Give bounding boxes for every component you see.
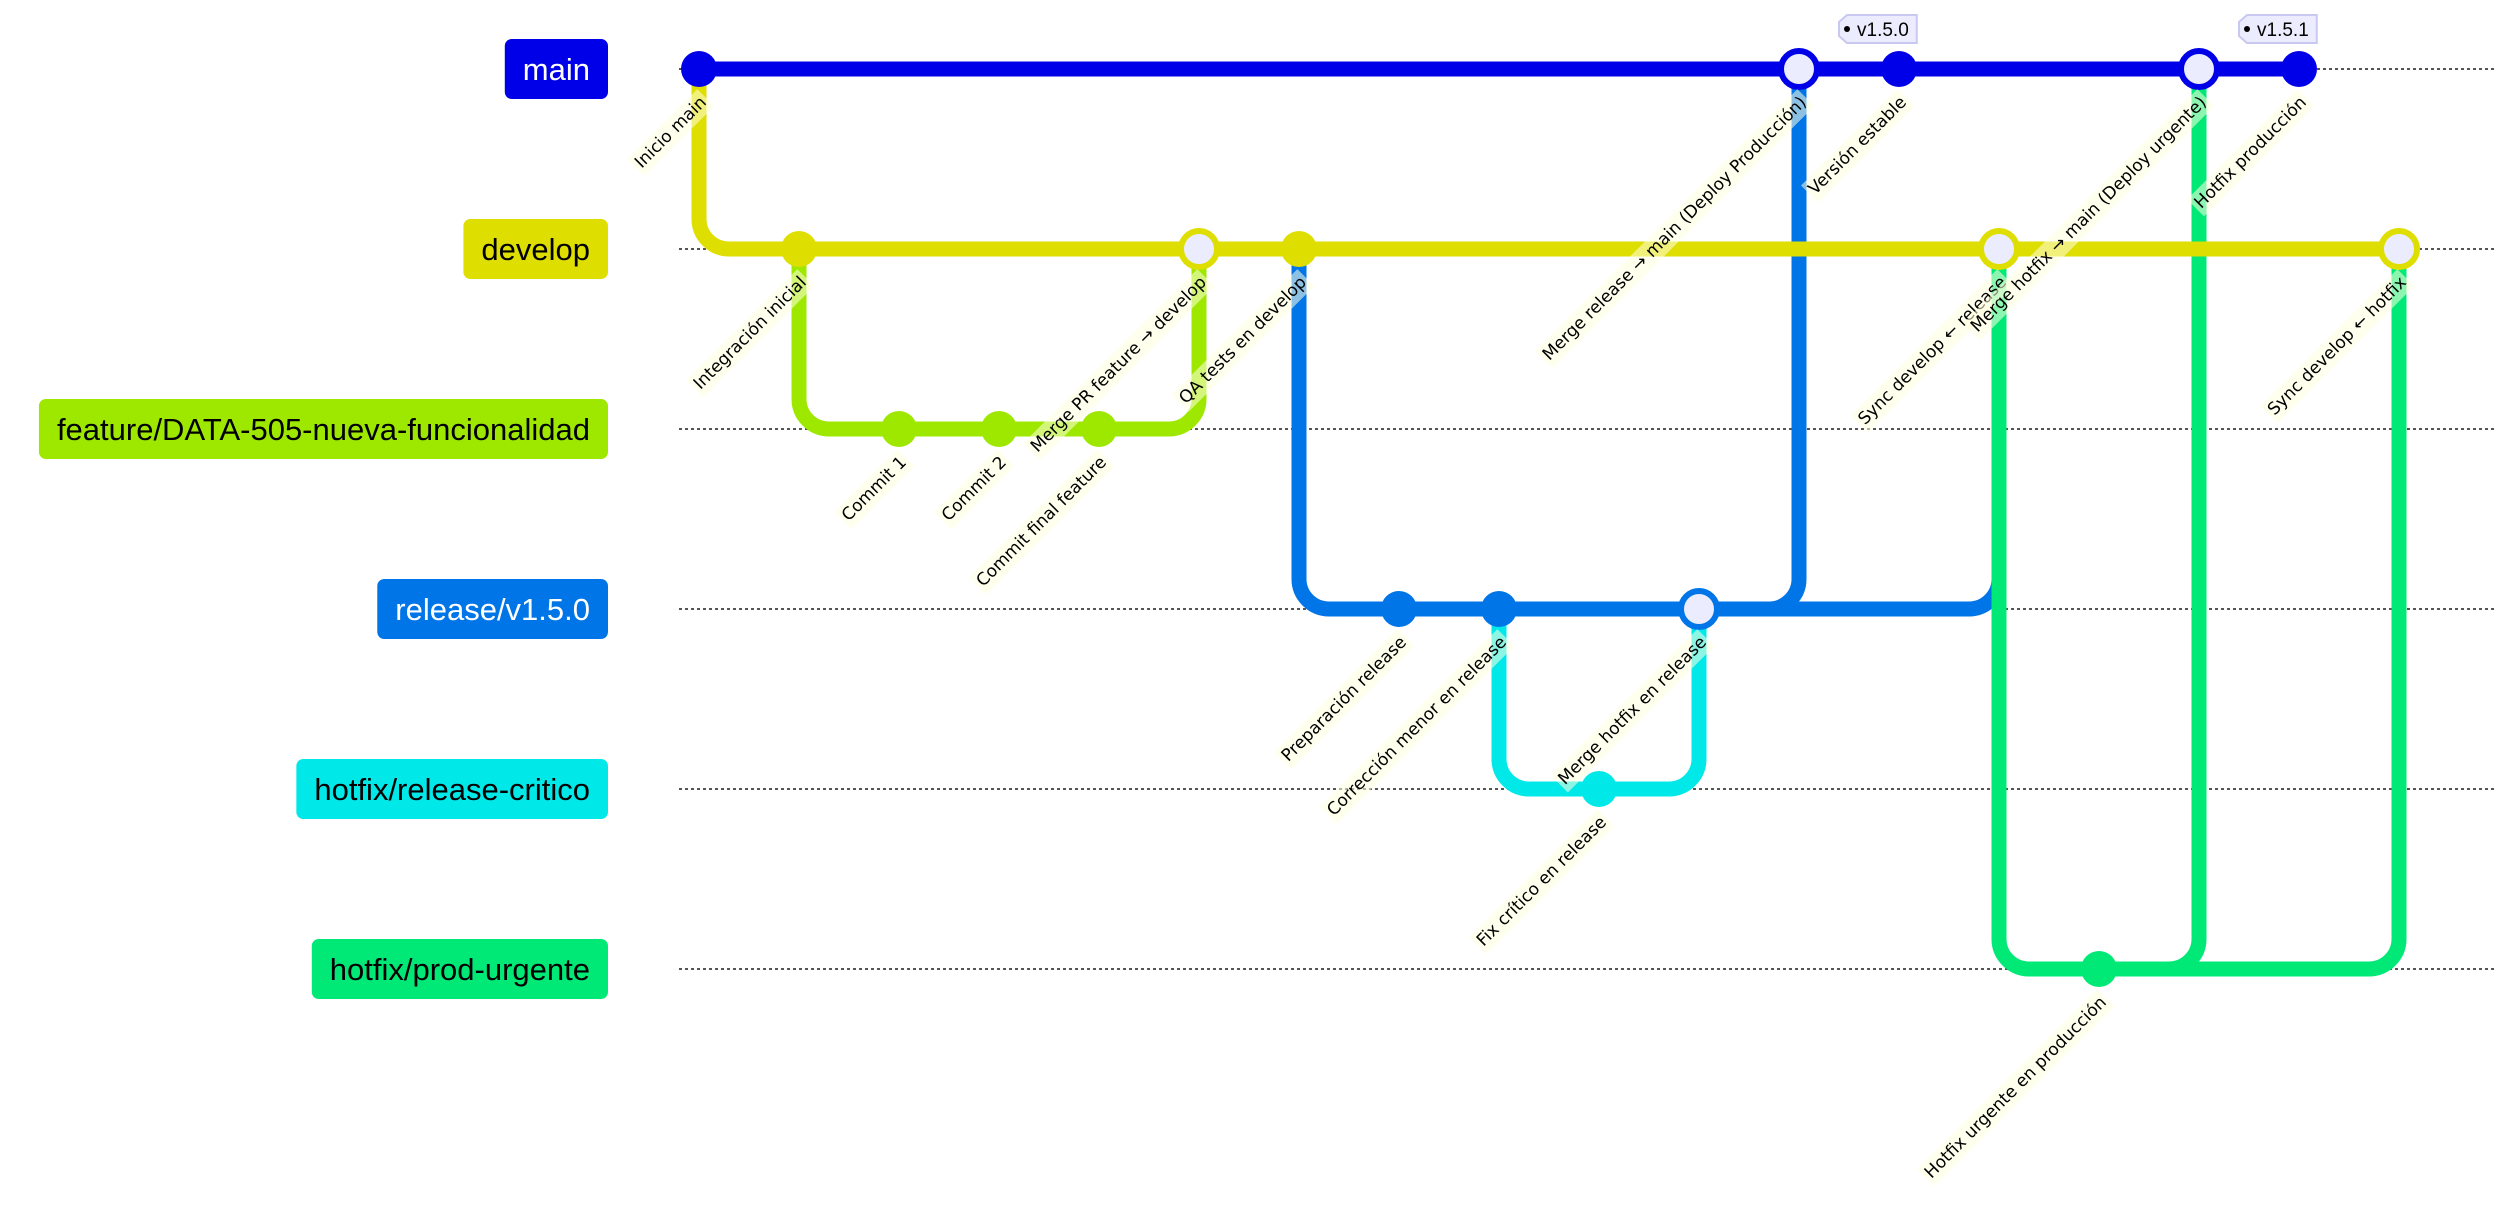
branch-label-text: release/v1.5.0 [395,592,590,627]
tag-v1.5.0: v1.5.0 [1838,14,1918,44]
commit-label-text: Merge hotfix → main (Deploy urgente) [1967,93,2211,337]
branch-label-box [463,219,608,279]
commit-node[interactable] [1581,771,1617,807]
commit-label-bg [1550,629,1715,793]
commit-label-bg [1800,89,1915,203]
commit-label: Sync develop ← hotfix [2260,269,2415,424]
commit-label-bg [1535,89,1815,369]
commit-label-bg [686,269,815,398]
commit-label-text: Hotfix urgente en producción [1921,993,2111,1183]
merge-commit[interactable] [1178,228,1220,270]
commit-label-text: Merge release → main (Deploy Producción) [1539,93,1811,365]
commit-label-bg [2187,89,2315,217]
commit-label-text: Commit 1 [838,453,911,526]
branch-label-main[interactable]: main [504,39,608,99]
commit-label-text: Commit 2 [938,453,1011,526]
commit-node[interactable] [1281,231,1317,267]
commit-label: Hotfix urgente en producción [1917,989,2115,1187]
commit-label-bg [1319,629,1515,824]
commit-label-bg [627,89,715,176]
commit-label-bg [1274,629,1415,770]
branch-label-box [504,39,608,99]
commit-edge [2091,241,2407,977]
commit-node[interactable] [1881,51,1917,87]
branch-label-text: hotfix/prod-urgente [330,952,590,987]
commit-label-bg [1023,269,1215,461]
commit-node[interactable] [1481,591,1517,627]
commit-label-text: Corrección menor en release [1323,633,1511,821]
tag-shape [2238,14,2318,44]
branch-label-release-v1-5-0[interactable]: release/v1.5.0 [377,579,608,639]
commit-edge [1291,241,1407,617]
tag-hole-icon [1844,26,1850,32]
commit-label-bg [968,449,1115,595]
merge-commit[interactable] [2378,228,2420,270]
branch-label-feature-data-505-nueva-funcionalidad[interactable]: feature/DATA-505-nueva-funcionalidad [38,399,608,459]
commit-label: Versión estable [1800,89,1915,203]
commit-edges [691,61,2407,977]
tag-v1.5.1: v1.5.1 [2238,14,2318,44]
commit-label-bg [2260,269,2415,424]
branch-label-hotfix-prod-urgente[interactable]: hotfix/prod-urgente [311,939,608,999]
tag-shape [1838,14,1918,44]
commit-label-bg [1963,89,2215,341]
commit-label-text: Merge hotfix en release [1554,633,1710,789]
commit-nodes [681,48,2420,987]
commit-label-bg [1850,269,2015,433]
branch-label-box [296,759,608,819]
commit-edge [1491,601,1607,797]
commit-edge [1591,601,1707,797]
commit-label-text: Sync develop ← release [1854,273,2010,429]
tag-text: v1.5.1 [2257,20,2309,41]
commit-label: Merge release → main (Deploy Producción) [1535,89,1815,369]
branch-label-text: main [523,52,590,87]
commit-label-text: Sync develop ← hotfix [2264,273,2411,420]
commit-node[interactable] [981,411,1017,447]
branch-label-hotfix-release-critico[interactable]: hotfix/release-critico [296,759,608,819]
commit-label: Sync develop ← release [1850,269,2015,433]
commit-edge [1991,241,2107,977]
branch-label-text: hotfix/release-critico [314,772,590,807]
merge-commit[interactable] [1678,588,1720,630]
commit-label: Corrección menor en release [1319,629,1515,824]
commit-label: Commit 1 [834,449,915,530]
branch-label-develop[interactable]: develop [463,219,608,279]
commit-label-bg [934,449,1015,530]
branch-labels: main develop feature/DATA-505-nueva-funcio… [38,39,608,999]
commit-tags: v1.5.0 v1.5.1 [1838,14,2318,44]
branch-label-text: develop [481,232,590,267]
commit-label-text: Versión estable [1805,93,1911,199]
commit-label: Fix crítico en release [1469,809,1615,955]
commit-node[interactable] [1381,591,1417,627]
commit-label: Merge hotfix → main (Deploy urgente) [1963,89,2215,341]
commit-label: Commit 2 [934,449,1015,530]
commit-node[interactable] [681,51,717,87]
merge-commit[interactable] [1778,48,1820,90]
commit-node[interactable] [1081,411,1117,447]
merge-commit[interactable] [1978,228,2020,270]
tag-text: v1.5.0 [1857,20,1909,41]
commit-edge [791,241,907,437]
commit-node[interactable] [781,231,817,267]
commit-label-bg [1469,809,1615,955]
commit-node[interactable] [881,411,917,447]
merge-commit[interactable] [2178,48,2220,90]
branch-label-box [377,579,608,639]
commit-edge [691,61,807,257]
commit-node[interactable] [2081,951,2117,987]
commit-label-bg [834,449,915,530]
branch-label-text: feature/DATA-505-nueva-funcionalidad [57,412,590,447]
tag-hole-icon [2244,26,2250,32]
commit-node[interactable] [2281,51,2317,87]
commit-label-bg [1171,269,1315,412]
branch-label-box [38,399,608,459]
commit-label-text: Fix crítico en release [1473,813,1611,951]
commit-label-bg [1917,989,2115,1187]
branch-label-box [311,939,608,999]
